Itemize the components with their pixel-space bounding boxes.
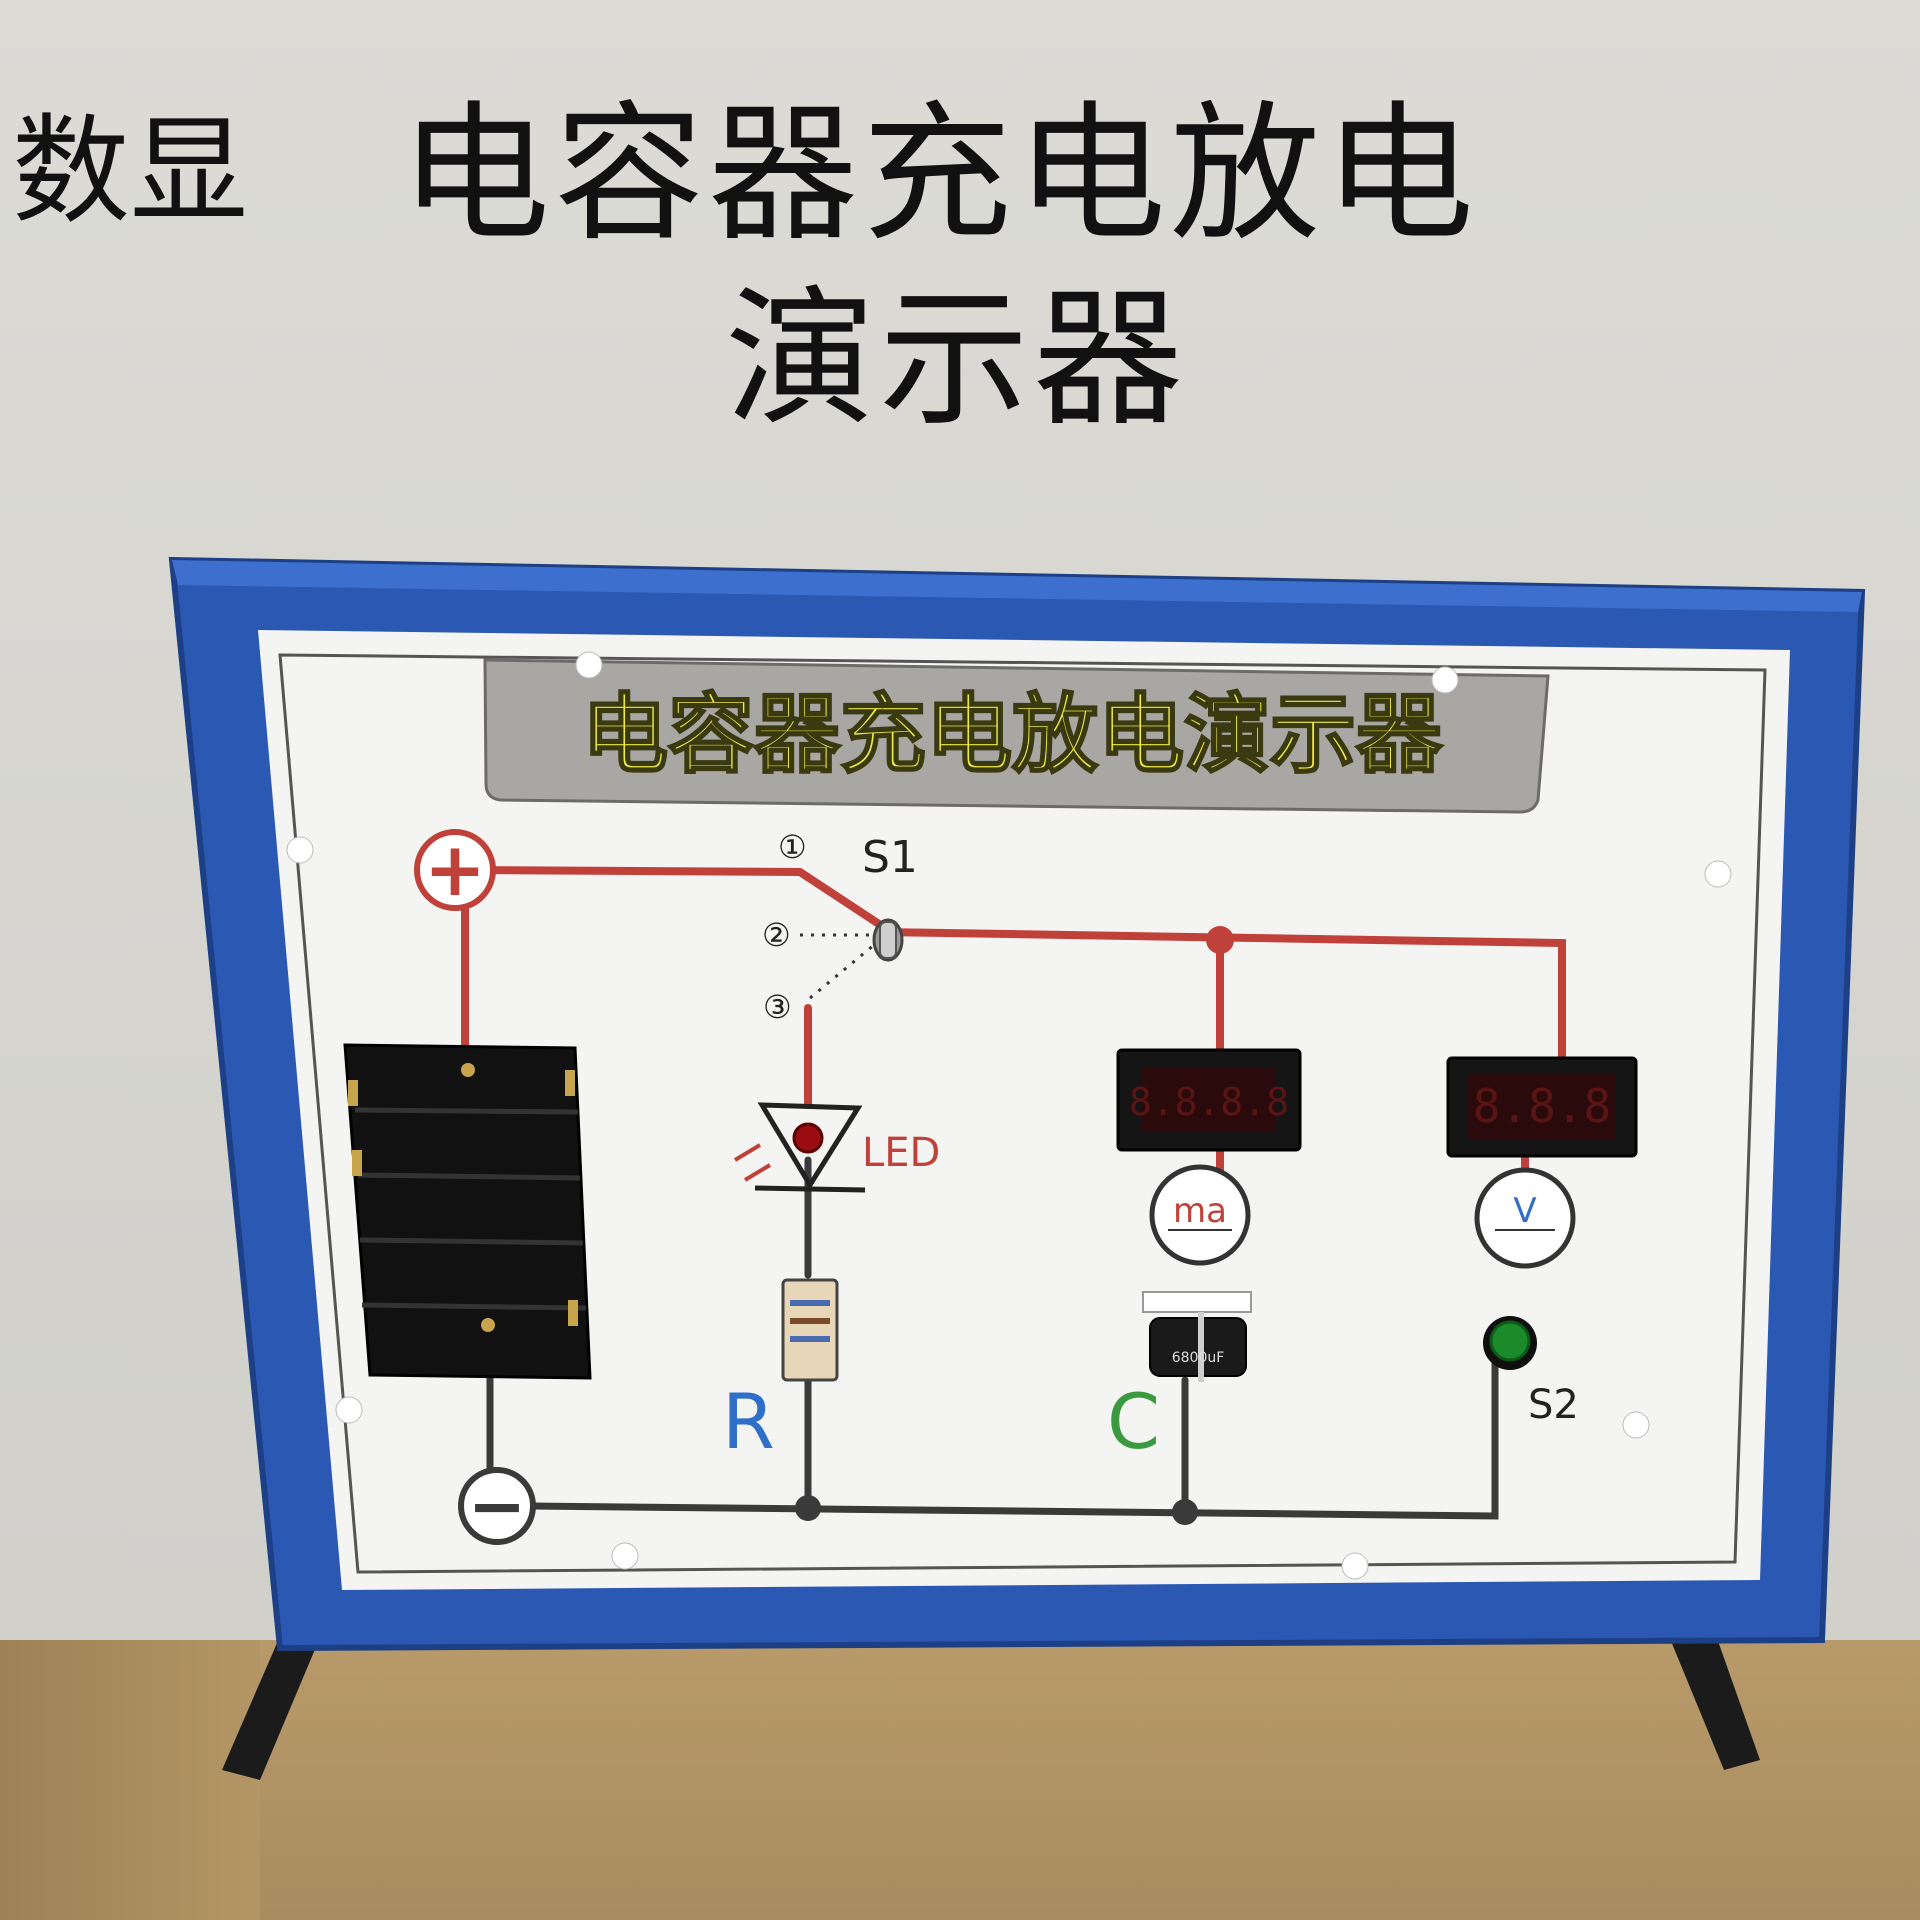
pin [286,836,314,864]
negative-terminal [458,1467,536,1545]
table-surface [0,1640,1920,1920]
pin [1704,860,1732,888]
capacitor-label-strip [1142,1291,1252,1313]
voltmeter-readout: 8.8.8 [1473,1079,1611,1133]
resistor-bands [790,1300,830,1342]
plus-symbol: + [424,827,486,913]
pin [1622,1411,1650,1439]
switch-label: S1 [862,832,918,883]
digital-badge: 数显 [12,102,249,240]
pin [611,1542,639,1570]
capacitor-label: C [1107,1377,1160,1466]
voltmeter-symbol [1474,1167,1576,1269]
pin [1431,666,1459,694]
table-shadow [0,1640,260,1920]
pin [1341,1552,1369,1580]
voltmeter-display-housing [1446,1056,1638,1158]
switch-position-3: ③ [763,988,792,1026]
led-light [792,1122,824,1154]
panel-inner-border [278,653,1767,1574]
banner-background [483,658,1550,814]
capacitor [1149,1312,1247,1382]
wire-junctions [795,926,1234,1525]
ammeter-readout: 8.8.8.8 [1129,1080,1289,1124]
headline-title-line2: 演示器 [725,273,1188,447]
positive-terminal [414,829,496,911]
led-emission-arrows [733,1143,772,1182]
resistor-label: R [722,1377,775,1466]
resistor [781,1278,839,1382]
led-label: LED [862,1130,940,1176]
ammeter-display-housing [1116,1048,1302,1152]
switch-position-2: ② [762,916,791,954]
push-button[interactable] [1489,1320,1531,1362]
switch-position-1: ① [778,828,807,866]
switch-dotted-lines [800,933,881,1000]
minus-symbol: − [468,1465,527,1547]
led-symbol [754,1102,866,1193]
battery-holder [343,1043,592,1380]
capacitor-marking: 6800uF [1172,1350,1225,1366]
banner-title: 电容器充电放电演示器 [582,685,1443,785]
toggle-switch[interactable] [872,918,904,962]
pin [335,1396,363,1424]
ammeter-unit: ma [1173,1191,1227,1231]
ammeter-symbol [1149,1164,1251,1266]
frame-highlight [172,560,1862,612]
pin [575,651,603,679]
button-label: S2 [1528,1382,1579,1428]
voltmeter-unit: V [1513,1191,1536,1231]
headline-title-line1: 电容器充电放电 [400,88,1479,262]
